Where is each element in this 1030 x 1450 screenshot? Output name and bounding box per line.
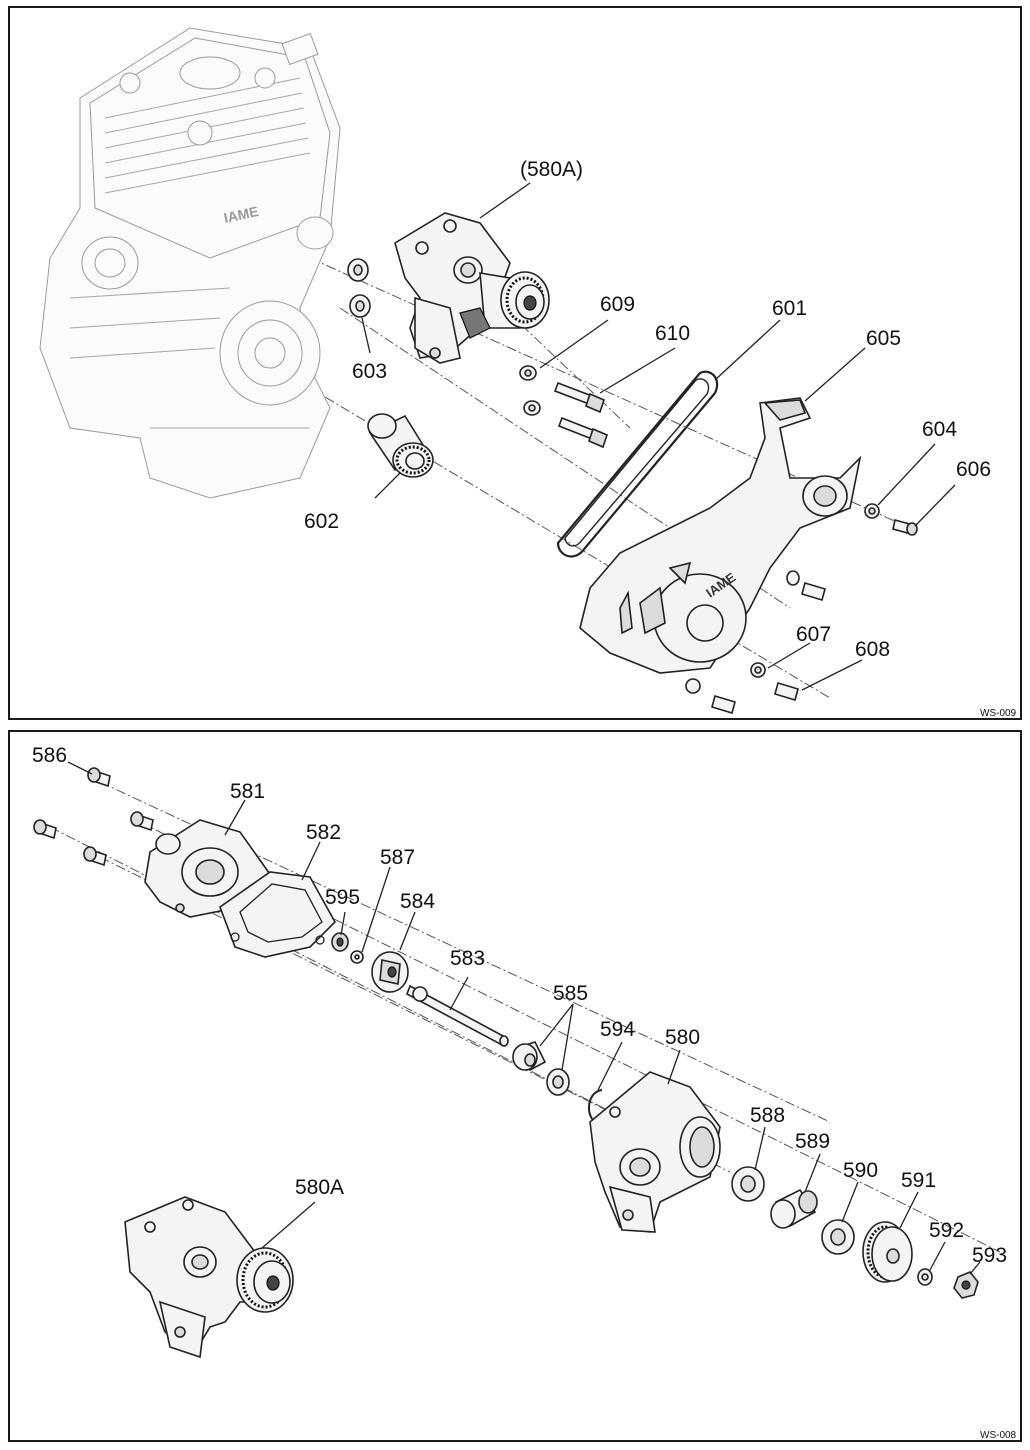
- part-580-pump-body: [589, 1071, 721, 1233]
- part-labels-bottom: 586 581 582 587 595 584 583 585 594 580 …: [32, 744, 1007, 1267]
- part-585-seals: [512, 1041, 570, 1096]
- part-587-washer: [350, 950, 364, 964]
- label-604: 604: [922, 418, 957, 441]
- part-605-belt-cover: IAME: [579, 397, 862, 674]
- leader-lines-bottom: [67, 761, 981, 1275]
- part-labels-top: (580A) 609 610 601 605 603 602 604 606 6…: [304, 158, 991, 661]
- reference-code-ws-009: WS-009: [980, 708, 1017, 719]
- label-586: 586: [32, 744, 67, 767]
- label-601: 601: [772, 297, 807, 320]
- part-609-washers: [519, 365, 541, 416]
- label-605: 605: [866, 327, 901, 350]
- label-593: 593: [972, 1244, 1007, 1267]
- part-593-nut: [953, 1271, 979, 1299]
- part-589-bushing: [770, 1188, 818, 1229]
- label-585: 585: [553, 982, 588, 1005]
- label-582: 582: [306, 821, 341, 844]
- part-591-pump-pulley: [862, 1221, 913, 1283]
- label-584: 584: [400, 890, 435, 913]
- label-595: 595: [325, 886, 360, 909]
- reference-code-ws-008: WS-008: [980, 1430, 1017, 1441]
- label-581: 581: [230, 780, 265, 803]
- label-603: 603: [352, 360, 387, 383]
- label-589: 589: [795, 1130, 830, 1153]
- label-580A-top: (580A): [520, 158, 583, 181]
- label-607: 607: [796, 623, 831, 646]
- engine-belt-drive-diagram: IAME: [39, 27, 1017, 719]
- part-580A-water-pump-assembly: [394, 212, 550, 364]
- label-591: 591: [901, 1169, 936, 1192]
- label-602: 602: [304, 510, 339, 533]
- label-590: 590: [843, 1159, 878, 1182]
- label-588: 588: [750, 1104, 785, 1127]
- label-592: 592: [929, 1219, 964, 1242]
- label-587: 587: [380, 846, 415, 869]
- part-607-608-washers-bolts: [685, 570, 826, 715]
- exploded-view-top-panel: IAME: [8, 6, 1022, 720]
- part-604-606-washer-bolt: [864, 503, 918, 536]
- engine-block-drawing: IAME: [39, 27, 341, 499]
- part-588-bearing: [731, 1166, 765, 1202]
- part-603-spacers: [347, 258, 371, 318]
- label-609: 609: [600, 293, 635, 316]
- part-590-bearing: [821, 1219, 855, 1255]
- label-580: 580: [665, 1026, 700, 1049]
- part-580A-assembled-pump: [124, 1196, 294, 1359]
- part-586-bolts: [33, 767, 154, 867]
- label-610: 610: [655, 322, 690, 345]
- label-580A: 580A: [295, 1176, 344, 1199]
- exploded-view-bottom-panel: 586 581 582 587 595 584 583 585 594 580 …: [8, 730, 1022, 1442]
- water-pump-exploded-diagram: 586 581 582 587 595 584 583 585 594 580 …: [32, 744, 1017, 1441]
- part-595-nut: [331, 932, 349, 952]
- label-594: 594: [600, 1018, 635, 1041]
- part-582-gasket: [219, 871, 336, 958]
- part-601-drive-belt: [556, 370, 719, 558]
- part-592-washer: [917, 1268, 933, 1286]
- label-608: 608: [855, 638, 890, 661]
- label-606: 606: [956, 458, 991, 481]
- part-584-impeller: [371, 951, 409, 993]
- leader-lines-top: [361, 182, 956, 691]
- part-610-bolts: [553, 381, 608, 449]
- label-583: 583: [450, 947, 485, 970]
- engine-logo-text: IAME: [222, 203, 260, 226]
- part-602-crank-pulley: [367, 413, 434, 478]
- part-583-shaft: [406, 984, 509, 1047]
